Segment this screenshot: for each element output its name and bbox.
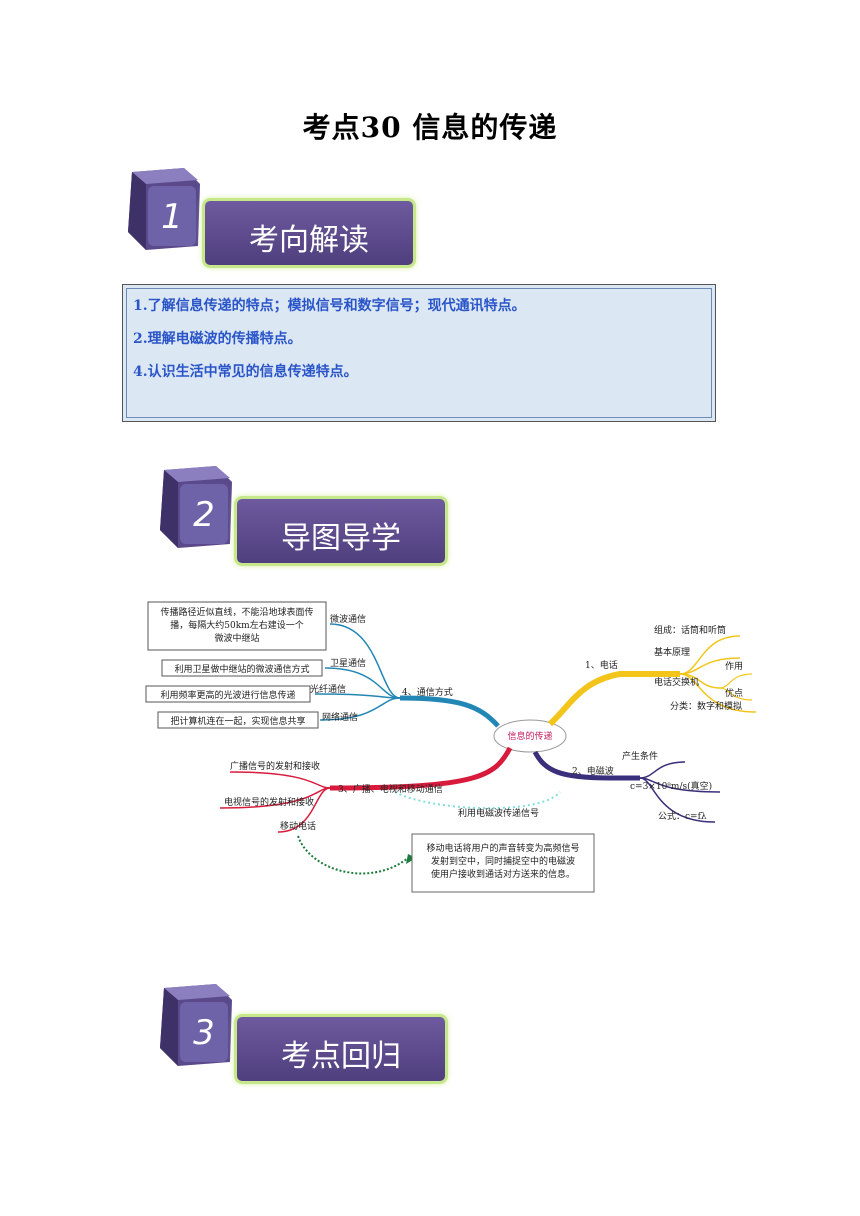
mind-map: 信息的传递 1、电话 组成：话筒和听筒 基本原理 电话交换机 作用 优点 分类：… — [145, 601, 757, 893]
section-plate: 考向解读 — [202, 198, 416, 268]
note-microwave-3: 微波中继站 — [214, 632, 259, 644]
phone-composition: 组成：话筒和听筒 — [654, 624, 726, 636]
phone-role: 作用 — [725, 660, 743, 672]
section-number: 3 — [193, 1013, 215, 1053]
section-plate: 导图导学 — [234, 496, 448, 566]
cube-icon: 2 — [160, 466, 232, 548]
comm-fiber: 光纤通信 — [310, 683, 346, 695]
center-cloud: 信息的传递 — [493, 719, 567, 753]
broadcast-radio: 广播信号的发射和接收 — [230, 760, 320, 772]
objectives-box: 1.了解信息传递的特点；模拟信号和数字信号；现代通讯特点。 2.理解电磁波的传播… — [122, 284, 716, 422]
em-speed: c=3×10⁸m/s(真空) — [630, 780, 712, 792]
page-title: 考点30 信息的传递 — [302, 111, 558, 144]
comm-network: 网络通信 — [322, 711, 358, 723]
objective-2: 2.理解电磁波的传播特点。 — [133, 331, 302, 347]
section-badge-2: 2 导图导学 — [150, 464, 450, 568]
branch-broadcast-line — [329, 746, 513, 791]
note-satellite: 利用卫星做中继站的微波通信方式 — [174, 663, 309, 675]
section-badge-3: 3 考点回归 — [150, 982, 450, 1086]
section-plate: 考点回归 — [234, 1014, 448, 1084]
note-mobile-1: 移动电话将用户的声音转变为高频信号 — [426, 842, 579, 854]
section-label: 导图导学 — [281, 521, 401, 556]
comm-satellite: 卫星通信 — [330, 657, 366, 669]
cube-icon: 1 — [128, 168, 200, 250]
objectives-inner-border — [126, 288, 712, 418]
broadcast-em-link: 利用电磁波传递信号 — [458, 807, 539, 819]
em-origin: 产生条件 — [622, 750, 658, 762]
phone-advantage: 优点 — [725, 687, 743, 699]
broadcast-mobile: 移动电话 — [280, 820, 316, 832]
phone-type: 分类：数字和模拟 — [670, 700, 742, 712]
em-formula: 公式：c=fλ — [658, 810, 707, 822]
note-mobile-2: 发射到空中，同时捕捉空中的电磁波 — [431, 855, 575, 867]
comm-microwave: 微波通信 — [330, 613, 366, 625]
objective-1: 1.了解信息传递的特点；模拟信号和数字信号；现代通讯特点。 — [133, 298, 526, 314]
phone-exchange: 电话交换机 — [654, 676, 699, 688]
note-microwave-2: 播，每隔大约50km左右建设一个 — [170, 619, 303, 631]
note-network: 把计算机连在一起，实现信息共享 — [170, 715, 305, 727]
branch-broadcast: 3、广播、电视和移动通信 — [338, 783, 443, 795]
center-label: 信息的传递 — [507, 730, 552, 742]
branch-em: 2、电磁波 — [572, 765, 614, 777]
branch-comm-line — [399, 695, 500, 728]
note-fiber: 利用频率更高的光波进行信息传递 — [160, 689, 295, 701]
objective-3: 4.认识生活中常见的信息传递特点。 — [133, 364, 358, 380]
branch-phone-line — [547, 671, 680, 727]
section-label: 考点回归 — [281, 1039, 401, 1074]
section-label: 考向解读 — [249, 223, 369, 258]
broadcast-tv: 电视信号的发射和接收 — [224, 796, 314, 808]
note-microwave-1: 传播路径近似直线，不能沿地球表面传 — [160, 606, 313, 618]
section-badge-1: 1 考向解读 — [118, 166, 418, 270]
section-number: 2 — [193, 495, 215, 535]
branch-comm: 4、通信方式 — [402, 686, 453, 698]
branch-phone: 1、电话 — [585, 659, 618, 671]
section-number: 1 — [161, 197, 183, 237]
phone-principle: 基本原理 — [654, 646, 690, 658]
note-mobile-3: 使用户接收到通话对方送来的信息。 — [431, 868, 575, 880]
cube-icon: 3 — [160, 984, 232, 1066]
branch-em-line — [532, 750, 640, 781]
